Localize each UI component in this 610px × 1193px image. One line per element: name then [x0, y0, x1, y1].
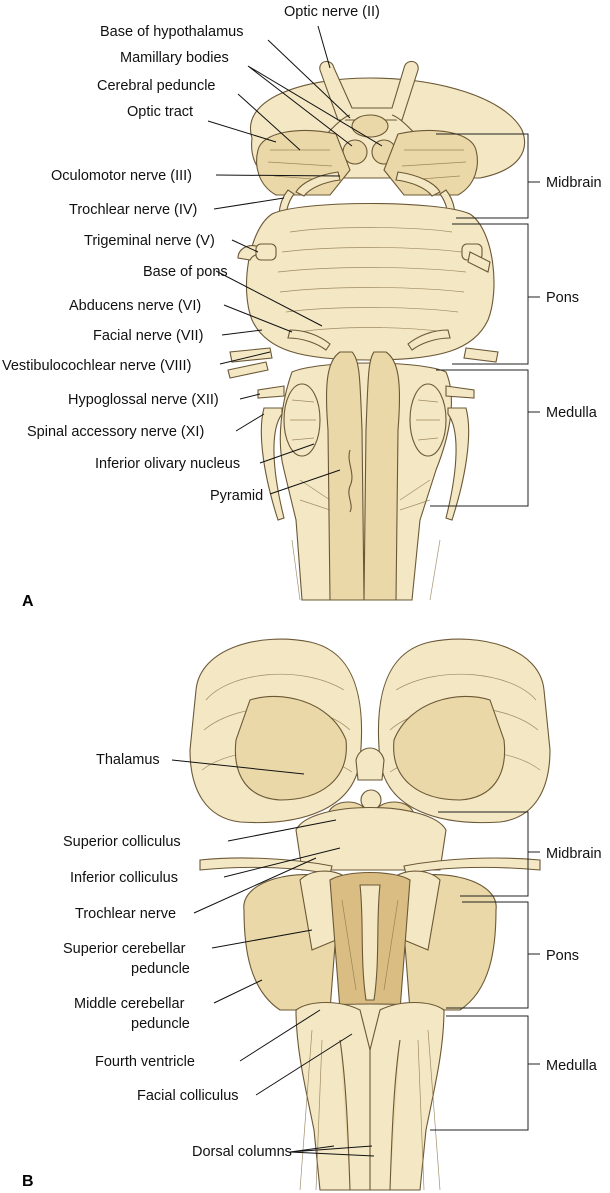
region-pons-b: Pons: [546, 948, 579, 964]
panel-b-labels: Thalamus Superior colliculus Inferior co…: [63, 752, 375, 1160]
panel-a-brackets: Midbrain Pons Medulla: [430, 133, 602, 507]
region-midbrain-b: Midbrain: [546, 846, 602, 862]
panel-a-letter: A: [22, 593, 34, 610]
label-superior-cerebellar-2: peduncle: [131, 961, 190, 977]
panel-a-labels: Optic nerve (II) Base of hypothalamus Ma…: [2, 4, 383, 504]
label-abducens: Abducens nerve (VI): [69, 298, 201, 314]
panel-b-illustration: [189, 638, 551, 1191]
label-mamillary-bodies: Mamillary bodies: [120, 50, 229, 66]
region-midbrain-a: Midbrain: [546, 175, 602, 191]
label-trochlear-nerve: Trochlear nerve: [75, 906, 176, 922]
label-base-pons: Base of pons: [143, 264, 228, 280]
label-thalamus: Thalamus: [96, 752, 160, 768]
panel-a-illustration: [227, 60, 526, 601]
region-pons-a: Pons: [546, 290, 579, 306]
label-oculomotor: Oculomotor nerve (III): [51, 168, 192, 184]
label-pyramid: Pyramid: [210, 488, 263, 504]
label-middle-cerebellar-2: peduncle: [131, 1016, 190, 1032]
label-optic-tract: Optic tract: [127, 104, 193, 120]
region-medulla-a: Medulla: [546, 405, 598, 421]
label-middle-cerebellar-1: Middle cerebellar: [74, 996, 185, 1012]
label-spinal-accessory: Spinal accessory nerve (XI): [27, 424, 204, 440]
label-dorsal-columns: Dorsal columns: [192, 1144, 292, 1160]
label-hypoglossal: Hypoglossal nerve (XII): [68, 392, 219, 408]
label-trigeminal: Trigeminal nerve (V): [84, 233, 215, 249]
region-medulla-b: Medulla: [546, 1058, 598, 1074]
panel-b-brackets: Midbrain Pons Medulla: [430, 811, 602, 1131]
label-optic-nerve: Optic nerve (II): [284, 4, 380, 20]
label-base-hypothalamus: Base of hypothalamus: [100, 24, 243, 40]
label-facial: Facial nerve (VII): [93, 328, 203, 344]
label-inferior-olivary: Inferior olivary nucleus: [95, 456, 240, 472]
label-vestibulocochlear: Vestibulocochlear nerve (VIII): [2, 358, 191, 374]
label-superior-colliculus: Superior colliculus: [63, 834, 181, 850]
label-cerebral-peduncle: Cerebral peduncle: [97, 78, 216, 94]
label-fourth-ventricle: Fourth ventricle: [95, 1054, 195, 1070]
panel-b-letter: B: [22, 1173, 34, 1190]
label-inferior-colliculus: Inferior colliculus: [70, 870, 178, 886]
label-trochlear: Trochlear nerve (IV): [69, 202, 197, 218]
label-superior-cerebellar-1: Superior cerebellar: [63, 941, 186, 957]
label-facial-colliculus: Facial colliculus: [137, 1088, 239, 1104]
